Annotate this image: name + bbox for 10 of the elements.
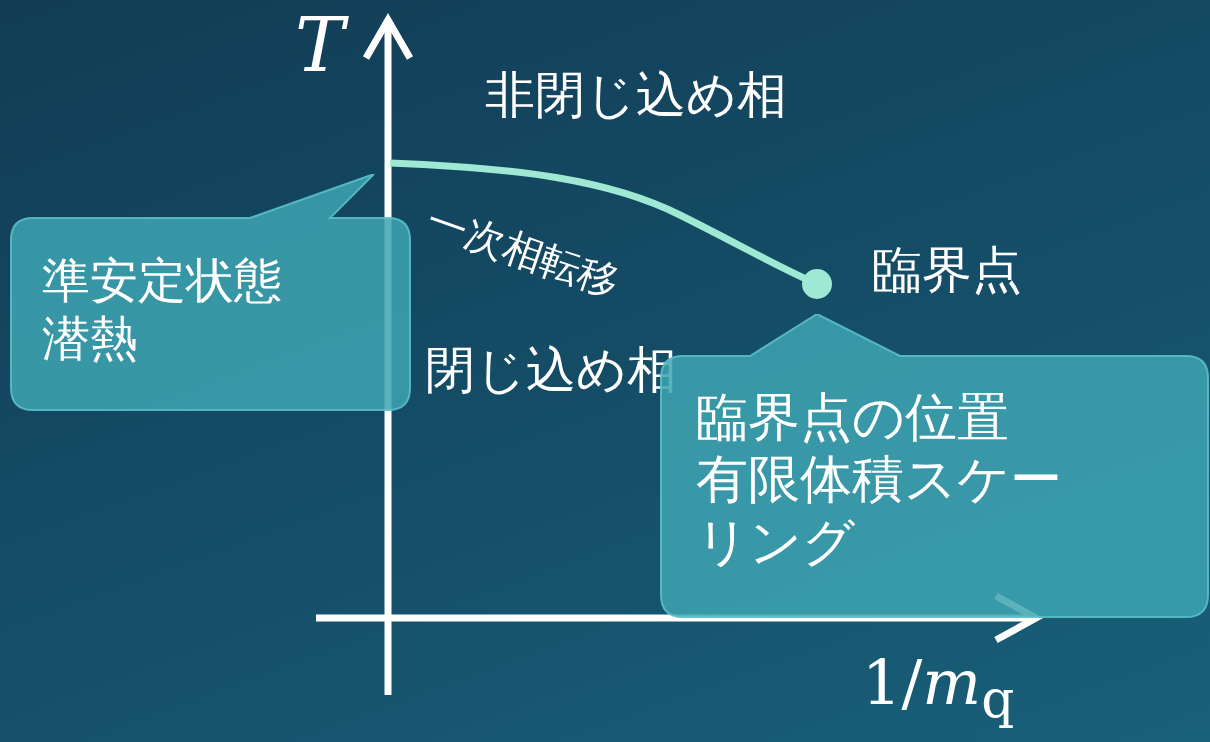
callout-text: 有限体積スケーリング: [696, 448, 1063, 574]
callout-text: 潜熱: [42, 309, 139, 368]
region-label: 閉じ込め相: [425, 345, 677, 395]
callout-text: 準安定状態: [42, 252, 283, 310]
speech-bubble: [10, 174, 412, 412]
callout-text: 臨界点の位置: [696, 386, 1010, 449]
point-label: 臨界点: [872, 245, 1022, 295]
curve-label: 一次相転移: [422, 200, 625, 303]
axis-label: 1/m$_{q}$: [862, 652, 1015, 727]
region-label: 非閉じ込め相: [485, 70, 787, 120]
